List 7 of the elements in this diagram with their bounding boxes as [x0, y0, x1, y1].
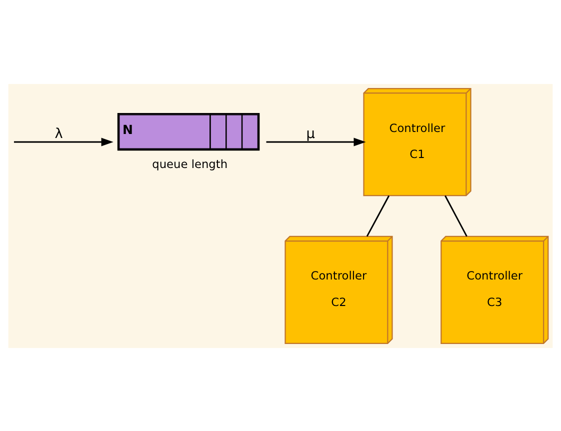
arrow [14, 137, 114, 146]
connector [444, 194, 468, 236]
arrow [266, 137, 366, 146]
edge-label: μ [306, 126, 315, 142]
connector [366, 194, 390, 236]
edge-label: λ [54, 126, 63, 142]
node-label: queue length [152, 156, 228, 171]
